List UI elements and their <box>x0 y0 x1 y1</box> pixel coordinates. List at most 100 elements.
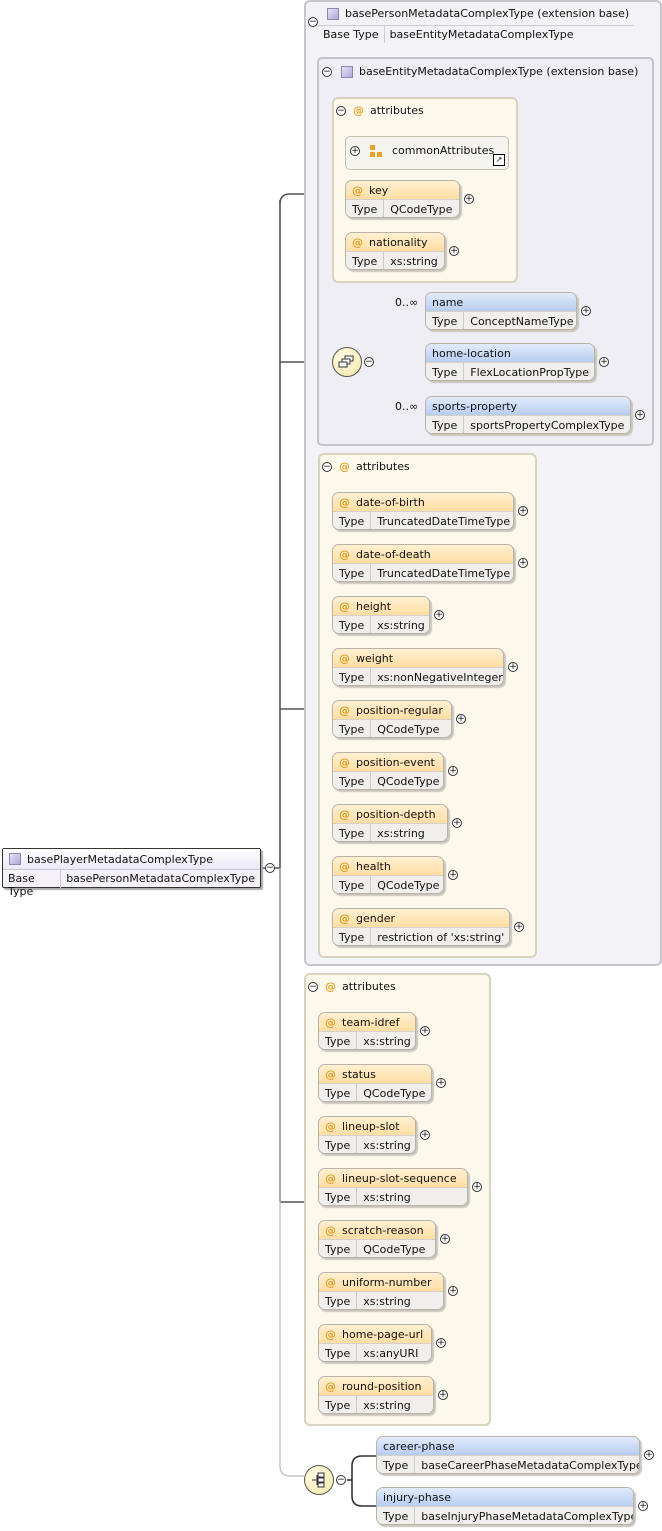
complex-type-icon <box>341 65 353 78</box>
shortcut-arrow-icon: ↗ <box>493 154 505 166</box>
collapse-toggle[interactable]: − <box>336 1475 346 1485</box>
type-value: QCodeType <box>363 1242 426 1256</box>
expand-toggle[interactable]: + <box>438 1390 448 1400</box>
type-value: TruncatedDateTimeType <box>377 566 511 580</box>
type-label: Type <box>319 1032 358 1049</box>
type-label: Type <box>426 363 465 380</box>
expand-toggle[interactable]: + <box>581 306 591 316</box>
root-name: basePlayerMetadataComplexType <box>27 852 214 866</box>
expand-toggle[interactable]: + <box>518 506 528 516</box>
attribute-icon: @ <box>352 235 363 249</box>
expand-toggle[interactable]: + <box>464 194 474 204</box>
expand-toggle[interactable]: + <box>420 1130 430 1140</box>
sequence-compositor-icon[interactable] <box>332 347 362 377</box>
expand-toggle[interactable]: + <box>638 1501 648 1511</box>
collapse-toggle[interactable]: − <box>322 67 332 77</box>
expand-toggle[interactable]: + <box>350 146 360 156</box>
element-name: injury-phase <box>383 1490 452 1504</box>
base-type-label: Base Type <box>3 870 62 898</box>
attribute-name: date-of-birth <box>356 495 425 509</box>
type-value: baseInjuryPhaseMetadataComplexType <box>421 1509 634 1523</box>
base-type-value: basePersonMetadataComplexType <box>66 872 255 885</box>
expand-toggle[interactable]: + <box>434 610 444 620</box>
attribute-name: position-depth <box>356 807 436 821</box>
collapse-toggle[interactable]: − <box>336 106 346 116</box>
root-complex-type[interactable]: basePlayerMetadataComplexType Base Type … <box>2 848 261 898</box>
expand-toggle[interactable]: + <box>518 558 528 568</box>
collapse-toggle[interactable]: − <box>265 863 275 873</box>
element-name: name <box>432 295 464 309</box>
expand-toggle[interactable]: + <box>635 410 645 420</box>
expand-toggle[interactable]: + <box>440 1234 450 1244</box>
attribute-name: scratch-reason <box>342 1223 424 1237</box>
type-label: Type <box>377 1456 416 1473</box>
collapse-toggle[interactable]: − <box>308 982 318 992</box>
sequence-compositor-icon[interactable] <box>304 1465 334 1495</box>
attribute-icon: @ <box>352 183 363 197</box>
expand-toggle[interactable]: + <box>448 870 458 880</box>
type-label: Type <box>319 1396 358 1413</box>
complex-type-icon <box>9 853 21 865</box>
collapse-toggle[interactable]: − <box>322 462 332 472</box>
expand-toggle[interactable]: + <box>449 246 459 256</box>
collapse-toggle[interactable]: − <box>308 17 318 27</box>
type-label: Type <box>319 1240 358 1257</box>
expand-toggle[interactable]: + <box>420 1026 430 1036</box>
expand-toggle[interactable]: + <box>599 357 609 367</box>
expand-toggle[interactable]: + <box>472 1182 482 1192</box>
attribute-group-icon <box>370 145 384 159</box>
expand-toggle[interactable]: + <box>508 662 518 672</box>
attribute-name: round-position <box>342 1379 422 1393</box>
attributes-header: @ attributes <box>325 980 396 993</box>
expand-toggle[interactable]: + <box>448 1286 458 1296</box>
attribute-group-name: commonAttributes <box>392 144 495 157</box>
attribute-name: health <box>356 859 391 873</box>
attribute-icon: @ <box>325 1119 336 1133</box>
type-value: QCodeType <box>377 774 440 788</box>
expand-toggle[interactable]: + <box>452 818 462 828</box>
attribute-icon: @ <box>339 859 350 873</box>
expand-toggle[interactable]: + <box>448 766 458 776</box>
type-value: xs:string <box>390 254 438 268</box>
type-label: Type <box>333 720 372 737</box>
attribute-group-ref[interactable]: + commonAttributes ↗ <box>345 136 509 170</box>
expand-toggle[interactable]: + <box>514 922 524 932</box>
type-label: Type <box>319 1084 358 1101</box>
collapse-toggle[interactable]: − <box>364 357 374 367</box>
attributes-header: @ attributes <box>353 104 424 117</box>
type-label: Type <box>377 1507 416 1524</box>
expand-toggle[interactable]: + <box>644 1450 654 1460</box>
type-value: xs:string <box>363 1294 411 1308</box>
expand-toggle[interactable]: + <box>456 714 466 724</box>
expand-toggle[interactable]: + <box>436 1338 446 1348</box>
type-label: Type <box>426 312 465 329</box>
type-value: xs:anyURI <box>363 1346 419 1360</box>
expand-toggle[interactable]: + <box>436 1078 446 1088</box>
type-label: Type <box>333 928 372 945</box>
base-type-value: baseEntityMetadataComplexType <box>389 28 574 41</box>
